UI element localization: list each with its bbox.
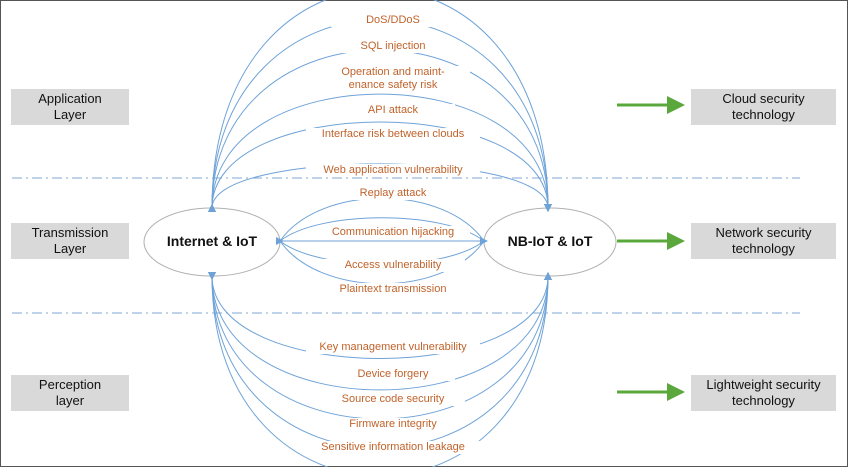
threat-plaintext-transmission: Plaintext transmission xyxy=(316,283,470,296)
threat-device-forgery: Device forgery xyxy=(331,368,455,381)
threat-comm-hijacking: Communication hijacking xyxy=(316,226,470,239)
tech-cloud-label: Cloud security technology xyxy=(722,91,805,122)
layer-application-label: Application Layer xyxy=(38,91,102,122)
threat-source-code: Source code security xyxy=(321,393,465,406)
threat-replay-attack: Replay attack xyxy=(331,187,455,200)
tech-network: Network security technology xyxy=(691,223,836,259)
threat-access-vuln: Access vulnerability xyxy=(321,259,465,272)
threat-web-app-vuln: Web application vulnerability xyxy=(306,164,480,177)
node-nbiot-iot: NB-IoT & IoT xyxy=(507,233,593,249)
threat-interface-risk: Interface risk between clouds xyxy=(306,128,480,141)
layer-application: Application Layer xyxy=(11,89,129,125)
threat-operation-maintenance: Operation and maint- enance safety risk xyxy=(316,66,470,92)
threat-sensitive-info: Sensitive information leakage xyxy=(306,441,480,454)
layer-perception-label: Perception layer xyxy=(38,377,102,408)
layer-perception: Perception layer xyxy=(11,375,129,411)
application-arc-5 xyxy=(207,163,552,213)
threat-key-management: Key management vulnerability xyxy=(306,341,480,354)
perception-arc-1 xyxy=(207,271,552,391)
threat-firmware-integrity: Firmware integrity xyxy=(331,418,455,431)
tech-network-label: Network security technology xyxy=(715,225,812,256)
node-internet-iot: Internet & IoT xyxy=(166,233,258,249)
layer-transmission: Transmission Layer xyxy=(11,223,129,259)
tech-lightweight: Lightweight security technology xyxy=(691,375,836,411)
perception-arc-4 xyxy=(207,271,552,467)
tech-lightweight-label: Lightweight security technology xyxy=(706,377,821,408)
threat-api-attack: API attack xyxy=(331,104,455,117)
threat-sql-injection: SQL injection xyxy=(331,40,455,53)
application-arc-0 xyxy=(207,0,552,213)
layer-transmission-label: Transmission Layer xyxy=(31,225,109,256)
application-arc-3 xyxy=(207,93,552,213)
tech-cloud: Cloud security technology xyxy=(691,89,836,125)
threat-dos-ddos: DoS/DDoS xyxy=(331,14,455,27)
